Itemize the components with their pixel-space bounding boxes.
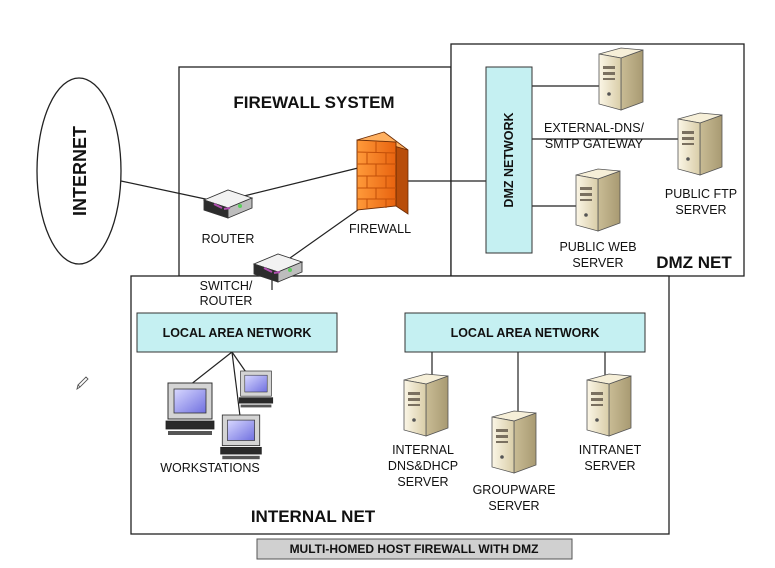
public-web-label-2: SERVER xyxy=(572,256,623,270)
workstations-label: WORKSTATIONS xyxy=(160,461,260,475)
public-ftp-server-icon xyxy=(677,112,723,176)
switch-router-label-2: ROUTER xyxy=(200,294,253,308)
router-label: ROUTER xyxy=(202,232,255,246)
dmz-net-title: DMZ NET xyxy=(656,253,732,272)
dmz-network-label: DMZ NETWORK xyxy=(502,112,516,207)
internet-router-link xyxy=(120,180,211,201)
firewall-label: FIREWALL xyxy=(349,222,411,236)
intranet-label-1: INTRANET xyxy=(579,443,642,457)
lan-right-label: LOCAL AREA NETWORK xyxy=(451,326,600,340)
external-dns-server-icon xyxy=(598,47,644,111)
router-firewall-link xyxy=(243,167,359,197)
workstation-icon-2 xyxy=(238,370,274,408)
internal-dns-label-2: DNS&DHCP xyxy=(388,459,458,473)
internal-dns-server-icon xyxy=(403,373,449,437)
lan-left-bus xyxy=(136,312,338,353)
public-ftp-label-1: PUBLIC FTP xyxy=(665,187,737,201)
firewall-icon xyxy=(356,131,409,215)
intranet-server-icon xyxy=(586,373,632,437)
internet-cloud xyxy=(36,77,122,265)
lan-right-bus xyxy=(404,312,646,353)
groupware-label-2: SERVER xyxy=(488,499,539,513)
dmz-network-bus xyxy=(485,66,533,254)
workstation-icon-3 xyxy=(220,414,262,460)
public-web-label-1: PUBLIC WEB xyxy=(559,240,636,254)
lan-ws3-link xyxy=(231,351,241,417)
internet-label: INTERNET xyxy=(70,126,90,216)
caption-text: MULTI-HOMED HOST FIREWALL WITH DMZ xyxy=(290,542,539,556)
switch-router-label-1: SWITCH/ xyxy=(200,279,253,293)
workstation-icon-1 xyxy=(165,382,215,436)
pencil-icon xyxy=(76,376,89,391)
lan-ws1-link xyxy=(189,351,233,386)
external-dns-label-1: EXTERNAL-DNS/ xyxy=(544,121,645,135)
internal-dns-label-1: INTERNAL xyxy=(392,443,454,457)
caption-box xyxy=(256,538,573,560)
intranet-label-2: SERVER xyxy=(584,459,635,473)
internal-net-title: INTERNAL NET xyxy=(251,507,376,526)
lan-left-label: LOCAL AREA NETWORK xyxy=(163,326,312,340)
internal-dns-label-3: SERVER xyxy=(397,475,448,489)
firewall-system-title: FIREWALL SYSTEM xyxy=(233,93,394,112)
public-ftp-label-2: SERVER xyxy=(675,203,726,217)
groupware-server-icon xyxy=(491,410,537,474)
external-dns-label-2: SMTP GATEWAY xyxy=(545,137,644,151)
groupware-label-1: GROUPWARE xyxy=(473,483,556,497)
public-web-server-icon xyxy=(575,168,621,232)
